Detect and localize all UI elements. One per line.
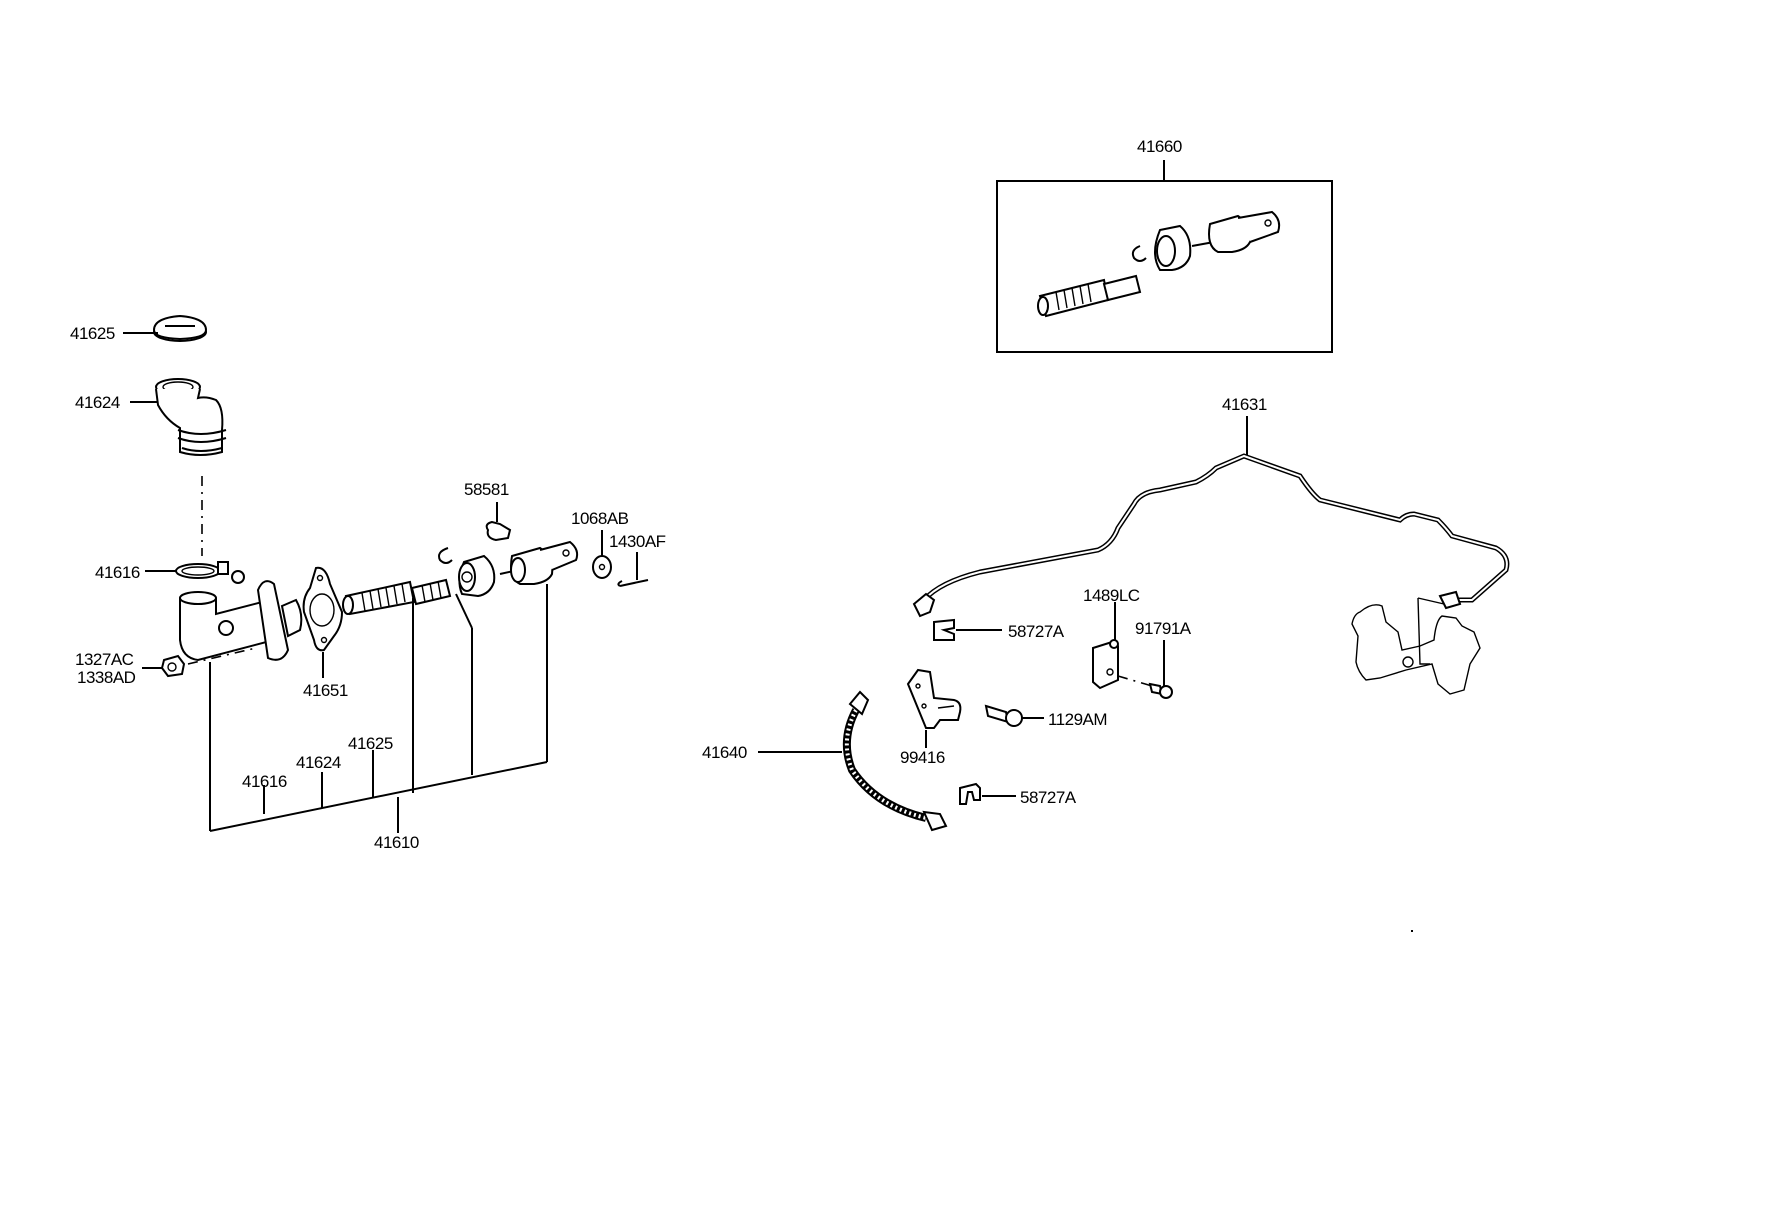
label-hose: 41640 [702, 743, 747, 762]
boot-part [458, 554, 496, 598]
bolt-top-part [485, 520, 512, 542]
label-clip-upper: 58727A [1008, 622, 1065, 641]
label-bolt-1129: 1129AM [1048, 710, 1107, 729]
pushrod-part [499, 540, 579, 585]
bracket-part [906, 668, 962, 729]
release-cylinder-outline [1351, 597, 1481, 695]
label-bracket: 99416 [900, 748, 945, 767]
stray-mark [1411, 930, 1413, 932]
master-cylinder-body [179, 580, 303, 662]
label-clamp: 41616 [95, 563, 140, 582]
label-sub-clamp: 41616 [242, 772, 287, 791]
label-washer: 1068AB [571, 509, 629, 528]
piston-part [342, 578, 452, 616]
clamp-part [175, 561, 245, 584]
label-nut-b: 1338AD [77, 668, 136, 687]
label-bolt-top: 58581 [464, 480, 509, 499]
label-master-cylinder: 41610 [374, 833, 419, 852]
label-gasket: 41651 [303, 681, 348, 700]
label-nut-a: 1327AC [75, 650, 134, 669]
tube-part [912, 453, 1510, 618]
bolt-1129-part [984, 704, 1023, 727]
label-reservoir: 41624 [75, 393, 120, 412]
reservoir-part [155, 378, 227, 456]
label-reservoir-cap: 41625 [70, 324, 115, 343]
label-bracket-clip: 1489LC [1083, 586, 1140, 605]
label-sub-cap: 41625 [348, 734, 393, 753]
clip-upper-part [933, 618, 955, 641]
screw-centerline [1117, 675, 1153, 687]
hose-part [842, 690, 948, 832]
label-clip-lower: 58727A [1020, 788, 1077, 807]
clip-lower-part [959, 782, 981, 805]
reservoir-cap-part [152, 314, 208, 342]
gasket-part [302, 566, 344, 652]
label-kit: 41660 [1137, 137, 1182, 156]
repair-kit-box [996, 180, 1333, 353]
nut-part [160, 654, 186, 678]
bracket-clip-part [1092, 639, 1119, 690]
label-tube: 41631 [1222, 395, 1267, 414]
assembly-bracket [209, 584, 548, 833]
screw-bracket-part [1148, 682, 1173, 699]
repair-kit-parts [1037, 210, 1281, 318]
snap-ring-part [438, 547, 453, 564]
label-sub-reservoir: 41624 [296, 753, 341, 772]
pin-part [617, 579, 649, 587]
label-pin: 1430AF [609, 532, 666, 551]
label-screw-bracket: 91791A [1135, 619, 1192, 638]
washer-part [592, 555, 612, 579]
